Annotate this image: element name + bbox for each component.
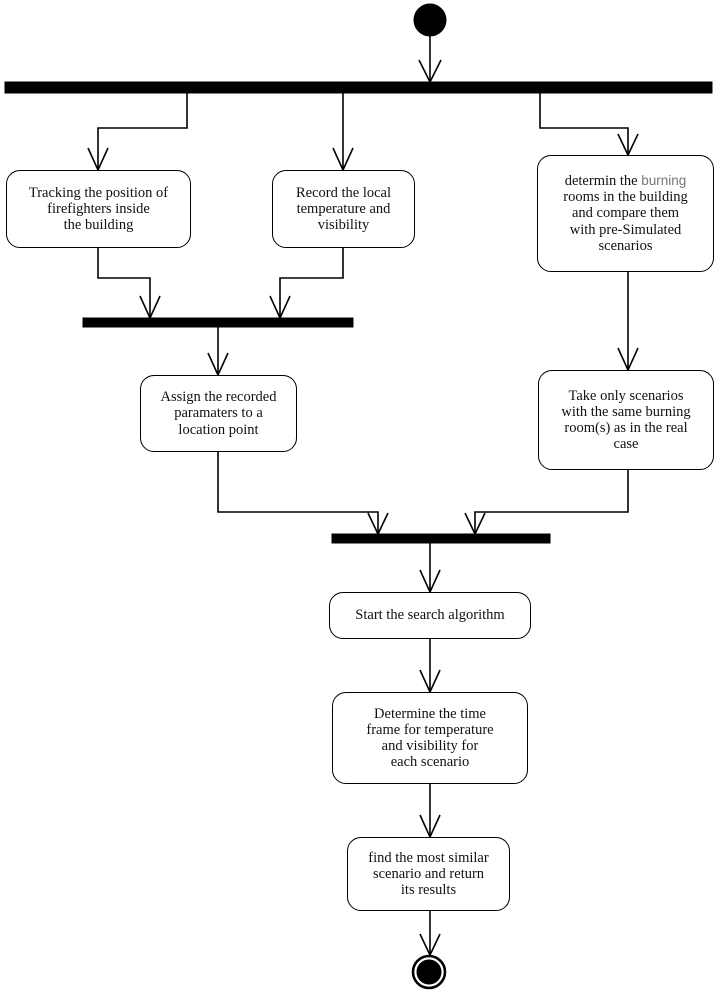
activity-determine-burning-rooms[interactable]: determin the burning rooms in the buildi… <box>537 155 714 272</box>
edge-assign-parameters-to-join-center <box>217 452 379 534</box>
activity-determine-burning-rooms-highlight: burning <box>641 172 687 188</box>
edge-take-scenarios-to-join-center <box>474 470 629 534</box>
edge-record-local-to-join-left <box>279 248 344 318</box>
activity-find-similar[interactable]: find the most similar scenario and retur… <box>347 837 510 911</box>
edge-fork-to-determine-burning-rooms <box>539 93 629 155</box>
activity-record-local-label: Record the local temperature and visibil… <box>295 184 391 234</box>
join-bar-left <box>82 317 354 328</box>
edge-track-position-to-join-left <box>97 248 151 318</box>
final-node-core <box>416 959 442 985</box>
activity-start-search[interactable]: Start the search algorithm <box>329 592 531 639</box>
activity-assign-parameters-label: Assign the recorded paramaters to a loca… <box>160 389 277 438</box>
activity-record-local[interactable]: Record the local temperature and visibil… <box>272 170 415 248</box>
activity-track-position-label: Tracking the position of firefighters in… <box>28 184 169 234</box>
activity-determine-burning-rooms-label: determin the burning rooms in the buildi… <box>544 173 707 254</box>
activity-take-scenarios[interactable]: Take only scenarios with the same burnin… <box>538 370 714 470</box>
activity-take-scenarios-label: Take only scenarios with the same burnin… <box>561 387 691 453</box>
activity-start-search-label: Start the search algorithm <box>355 607 505 624</box>
activity-determine-burning-rooms-text-after: rooms in the building and compare them w… <box>563 189 688 254</box>
activity-determine-burning-rooms-text-before: determin the <box>564 172 642 189</box>
initial-node <box>413 3 447 37</box>
activity-find-similar-label: find the most similar scenario and retur… <box>368 849 489 899</box>
fork-bar-top <box>4 81 713 94</box>
activity-track-position[interactable]: Tracking the position of firefighters in… <box>6 170 191 248</box>
edge-fork-to-track-position <box>97 93 188 170</box>
activity-assign-parameters[interactable]: Assign the recorded paramaters to a loca… <box>140 375 297 452</box>
activity-determine-time-frame-label: Determine the time frame for temperature… <box>366 705 494 771</box>
activity-determine-time-frame[interactable]: Determine the time frame for temperature… <box>332 692 528 784</box>
join-bar-center <box>331 533 551 544</box>
